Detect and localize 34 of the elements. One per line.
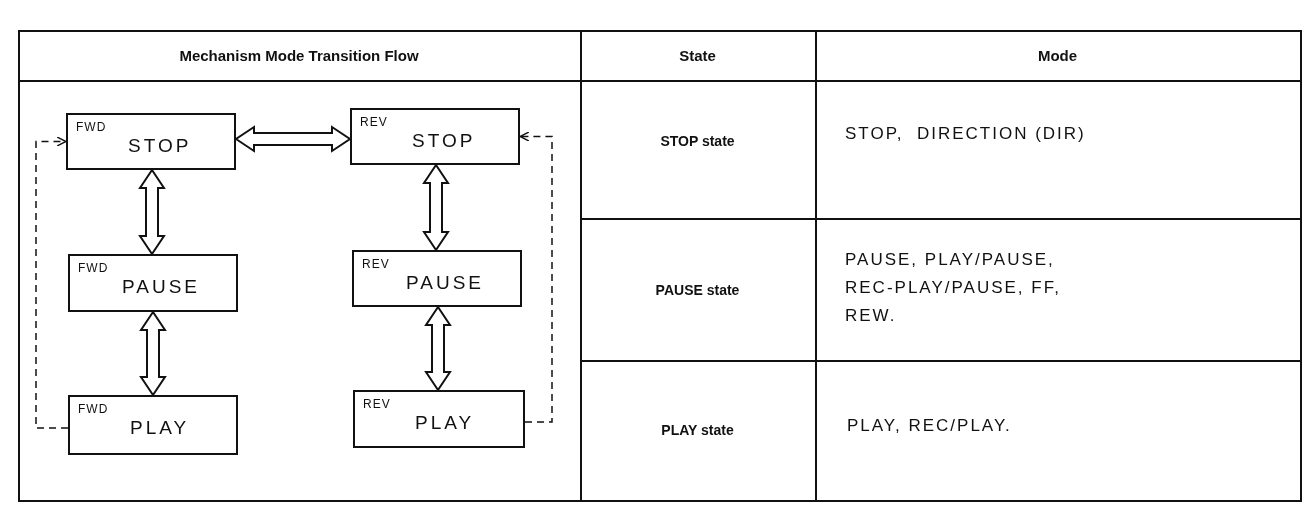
- mode-box: [350, 108, 520, 165]
- direction-tag: REV: [363, 397, 391, 411]
- mode-box: [353, 390, 525, 448]
- state-label: STOP state: [660, 133, 735, 149]
- double-arrow: [234, 125, 352, 153]
- mode-name: PLAY: [415, 412, 475, 434]
- column-header: Mechanism Mode Transition Flow: [179, 46, 419, 64]
- mode-list: STOP, DIRECTION (DIR): [845, 120, 1086, 148]
- double-arrow: [138, 168, 166, 256]
- dashed-arrow: [519, 131, 553, 423]
- mode-box: [68, 254, 238, 312]
- mode-name: PAUSE: [122, 276, 200, 298]
- direction-tag: REV: [362, 257, 390, 271]
- direction-tag: FWD: [78, 261, 109, 275]
- mode-list: PLAY, REC/PLAY.: [847, 412, 1012, 440]
- mode-box: [352, 250, 522, 307]
- mode-box: [68, 395, 238, 455]
- column-header: State: [679, 46, 716, 64]
- double-arrow: [139, 310, 167, 397]
- mode-list: PAUSE, PLAY/PAUSE, REC-PLAY/PAUSE, FF, REW.: [845, 246, 1095, 330]
- column-header: Mode: [1037, 46, 1078, 64]
- double-arrow: [424, 305, 452, 392]
- direction-tag: FWD: [76, 120, 107, 134]
- state-label: PAUSE state: [655, 282, 740, 298]
- mode-name: PAUSE: [406, 272, 484, 294]
- mode-box: [66, 113, 236, 170]
- direction-tag: REV: [360, 115, 388, 129]
- mode-name: STOP: [128, 135, 192, 157]
- mode-name: PLAY: [130, 417, 190, 439]
- double-arrow: [422, 163, 450, 252]
- direction-tag: FWD: [78, 402, 109, 416]
- dashed-arrow: [35, 136, 69, 429]
- state-label: PLAY state: [661, 422, 734, 438]
- mode-name: STOP: [412, 130, 476, 152]
